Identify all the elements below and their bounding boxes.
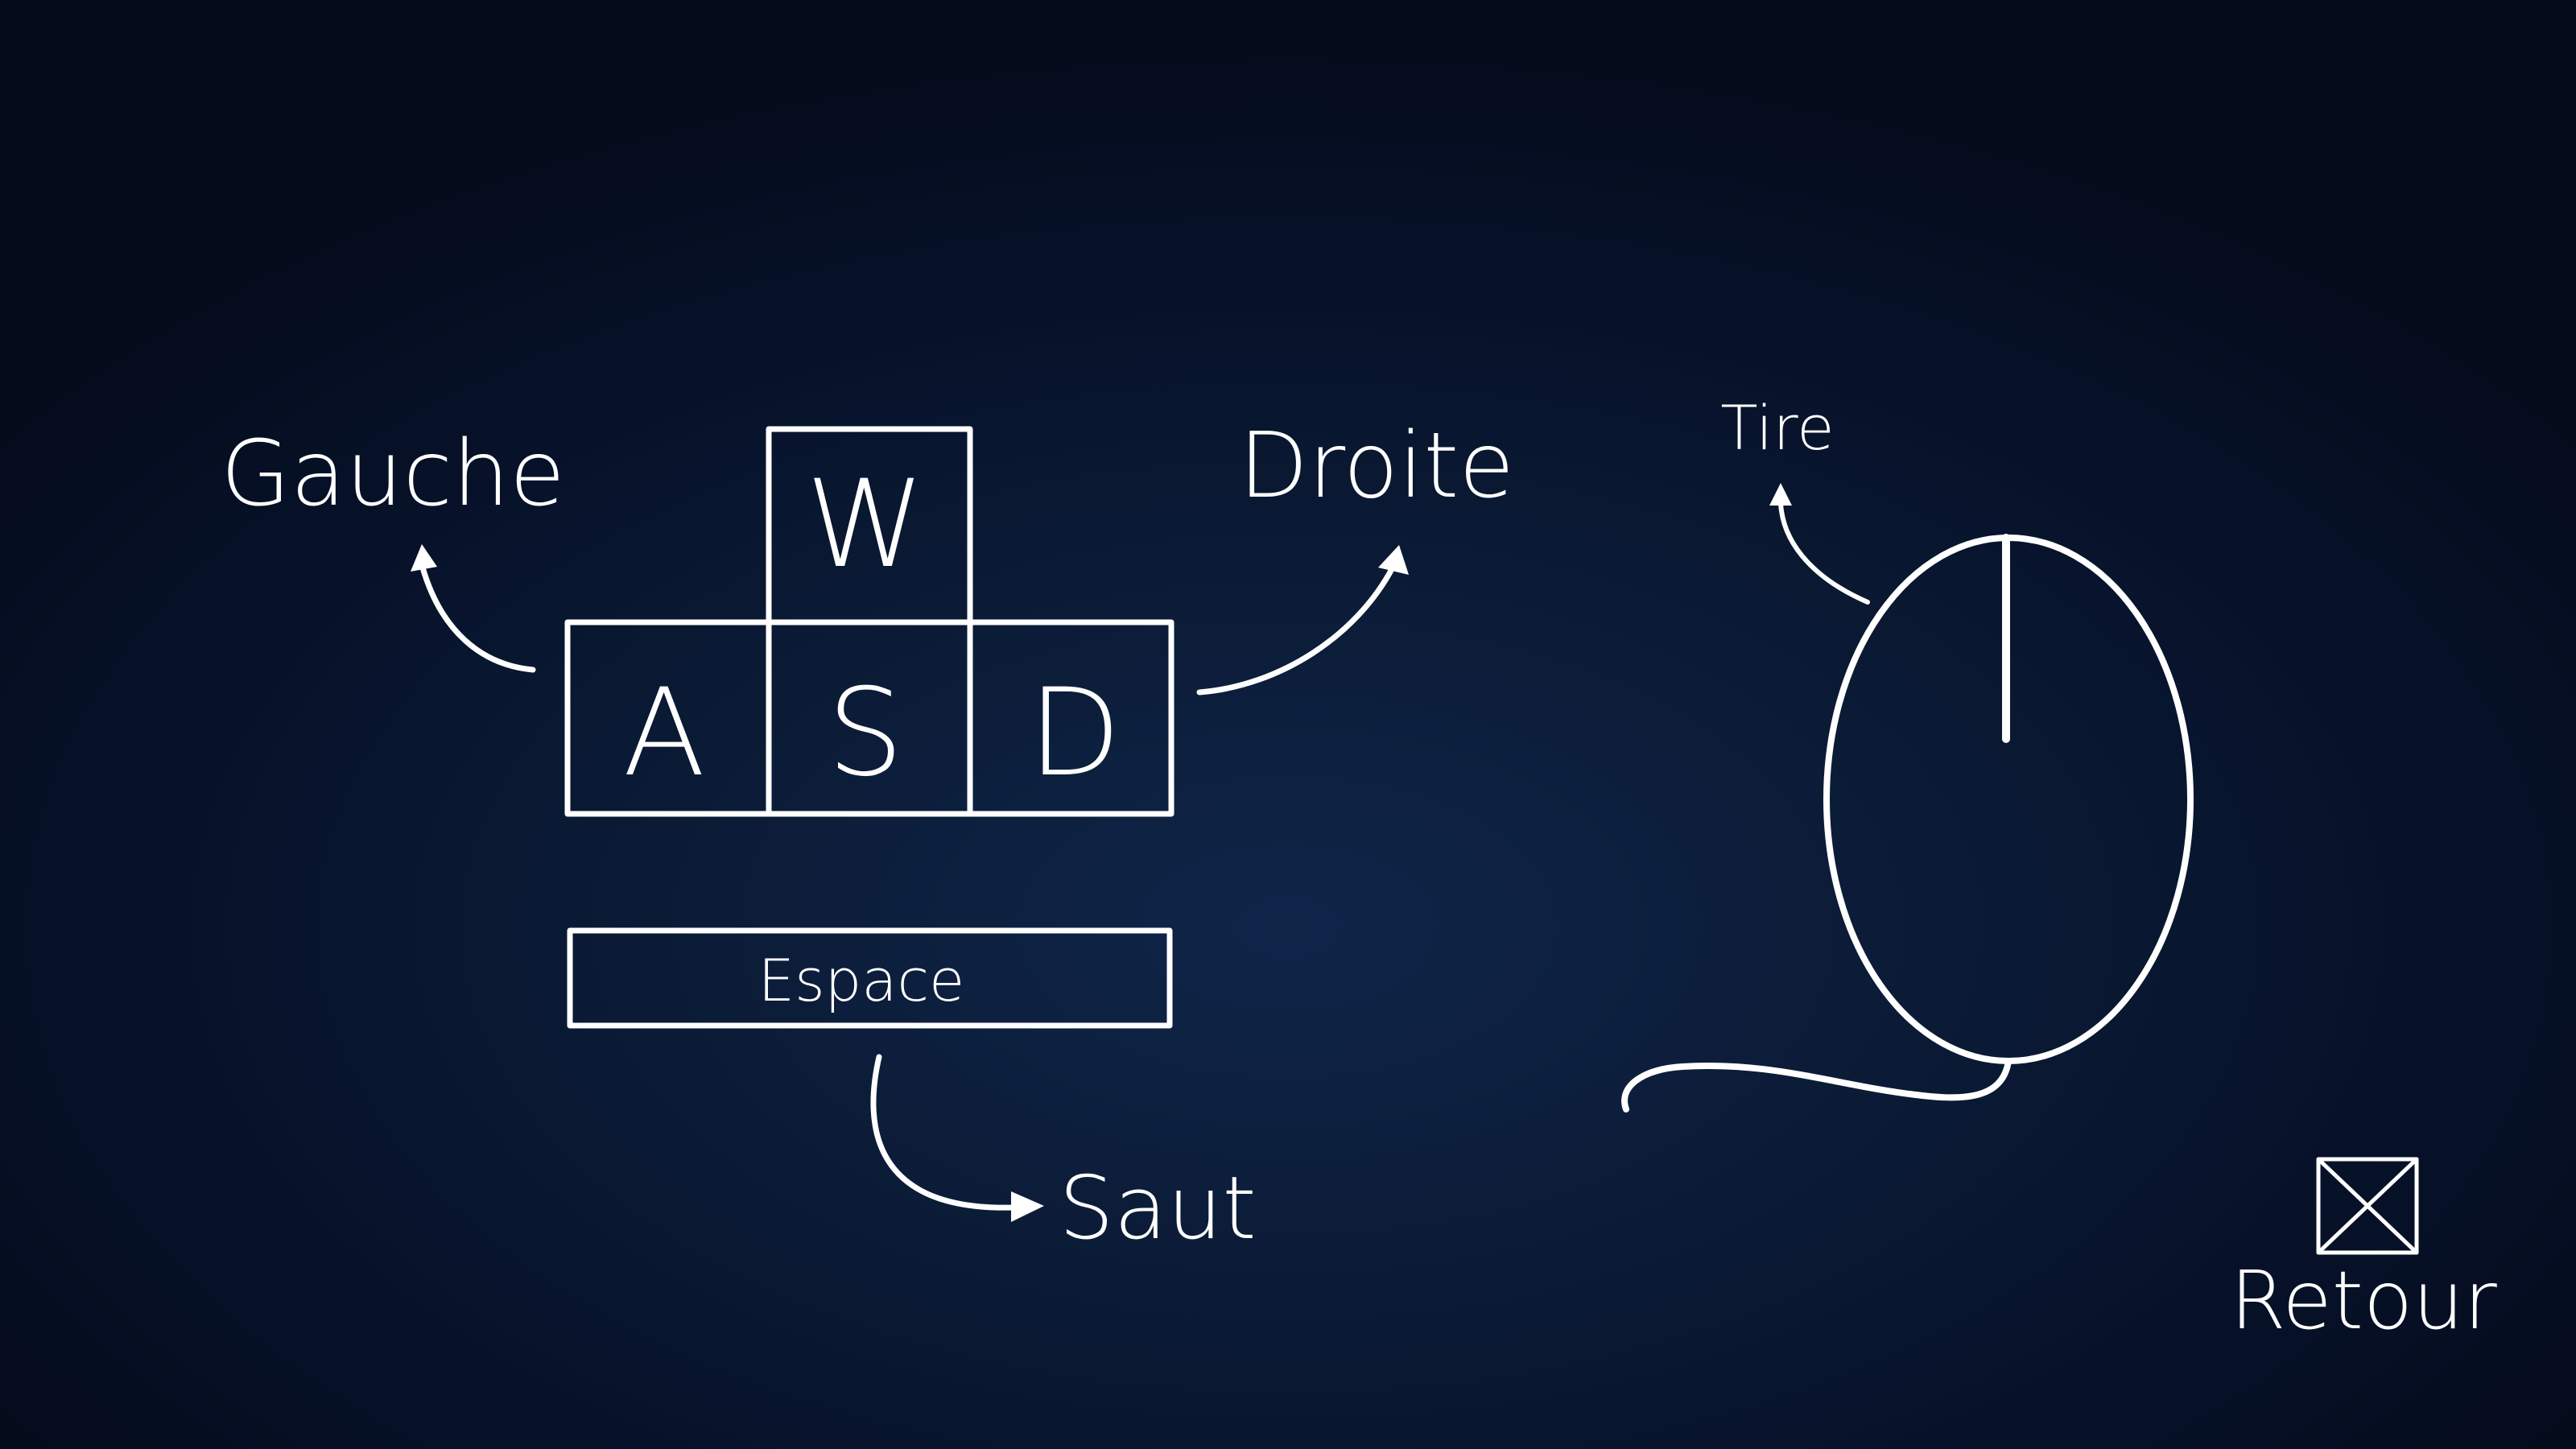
key-a-label: A [623, 663, 706, 803]
action-left-label: Gauche [221, 422, 565, 526]
arrow-jump [870, 1054, 1044, 1222]
key-w-label: W [806, 455, 925, 595]
back-button[interactable]: Retour [2230, 1143, 2498, 1348]
close-box-icon [2316, 1157, 2419, 1255]
key-d: D [967, 619, 1174, 817]
key-a: A [564, 619, 772, 817]
arrow-right [1196, 545, 1409, 696]
back-button-label: Retour [2230, 1253, 2497, 1348]
key-s-label: S [827, 663, 903, 803]
action-jump-label: Saut [1059, 1158, 1257, 1259]
wasd-keys: W A S D [564, 426, 1174, 817]
key-s: S [766, 619, 973, 817]
key-space: Espace [567, 927, 1173, 1029]
arrow-left [411, 544, 536, 673]
key-space-label: Espace [758, 947, 965, 1014]
action-fire-label: Tire [1720, 392, 1835, 464]
action-right-label: Droite [1239, 414, 1514, 518]
arrow-fire [1769, 483, 1870, 605]
key-d-label: D [1028, 663, 1121, 803]
key-w: W [766, 426, 973, 625]
mouse-icon [1621, 534, 2194, 1113]
